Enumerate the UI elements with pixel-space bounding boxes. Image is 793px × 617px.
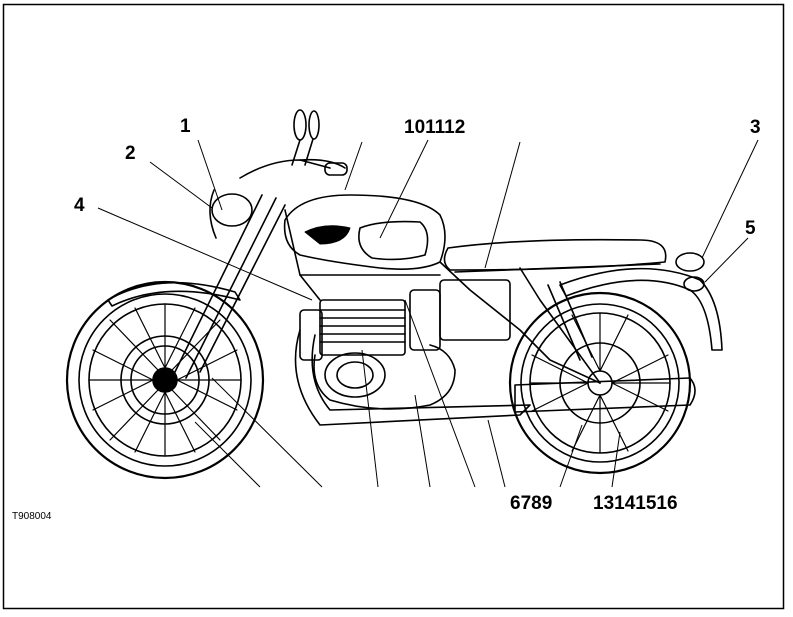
leader-lines — [97, 139, 759, 488]
callout-2: 2 — [125, 143, 136, 164]
callout-4: 4 — [74, 195, 85, 216]
border — [2, 3, 785, 610]
callout-3: 3 — [750, 117, 761, 138]
handlebars — [239, 109, 348, 179]
callout-13141516: 13141516 — [593, 493, 678, 514]
rear-lamp — [675, 252, 705, 292]
side-panel — [439, 279, 511, 341]
rear-mudguard — [559, 267, 723, 351]
front-mudguard — [107, 281, 241, 307]
callout-1: 1 — [180, 116, 191, 137]
fuel-tank — [283, 194, 446, 270]
exhaust — [294, 329, 696, 426]
front-wheel — [65, 280, 265, 480]
callout-101112: 101112 — [404, 117, 466, 138]
engine — [299, 289, 456, 410]
motorcycle-drawing — [65, 109, 723, 480]
rear-wheel — [508, 291, 692, 475]
front-forks — [171, 194, 286, 379]
seat — [443, 238, 667, 273]
headlamp — [209, 189, 253, 239]
callout-5: 5 — [745, 218, 756, 239]
figure-code: T908004 — [12, 511, 52, 522]
callout-6789: 6789 — [510, 493, 553, 514]
